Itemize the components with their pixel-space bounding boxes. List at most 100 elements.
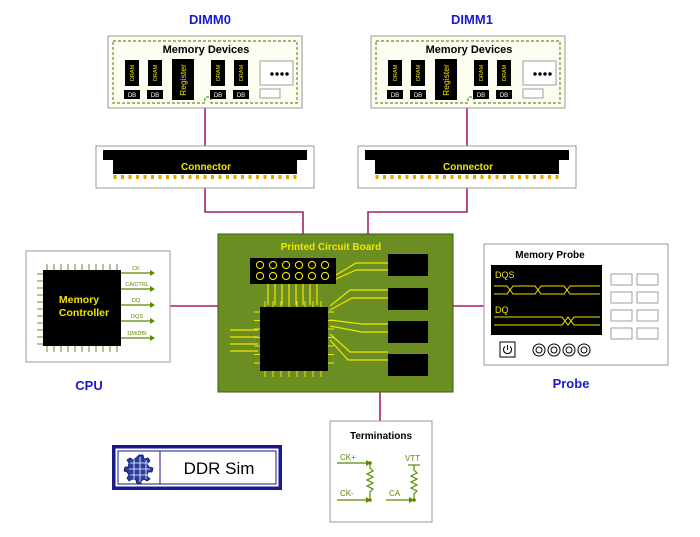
dimm0-dram-chip: [211, 60, 225, 86]
dimm1-db-chip: [410, 90, 426, 99]
connector-pin: [286, 175, 289, 179]
header-pin: [268, 260, 278, 270]
connector-pin: [158, 175, 162, 179]
dimm0-group: DIMM0 Memory Devices DRAM DRAM DRAM DRAM…: [95, 12, 315, 189]
connector-pin: [278, 175, 282, 179]
connector-pin: [548, 175, 551, 179]
gear-grid-icon: [123, 454, 154, 485]
connector-pin: [181, 175, 184, 179]
cpu-title: CPU: [75, 378, 102, 393]
dimm1-register-label: Register: [441, 64, 451, 96]
ddr-sim-logo: DDR Sim: [112, 445, 282, 490]
dimm0-connector-pins: [113, 175, 297, 179]
probe-title: Probe: [553, 376, 590, 391]
probe-key[interactable]: [610, 309, 633, 322]
pcb-chip-pins: [254, 301, 334, 377]
connector-pin: [495, 175, 499, 179]
connector-pin: [390, 175, 394, 179]
connector-pin: [233, 175, 237, 179]
probe-dqs-label: DQS: [495, 270, 515, 280]
termination-ck-minus-label: CK-: [340, 489, 354, 498]
connector-pin: [136, 175, 139, 179]
connector-pin: [398, 175, 401, 179]
header-pin: [281, 260, 291, 270]
cpu-signal-arrows: [121, 270, 155, 341]
termination-ca-label: CA: [389, 489, 401, 498]
dimm0-db-label: DB: [128, 93, 136, 99]
dimm0-dram-chip: [125, 60, 139, 86]
memory-controller-chip: [43, 270, 121, 346]
cpu-signal-ck: CK: [132, 266, 140, 272]
dimm0-connector-label: Connector: [181, 162, 231, 173]
dimm1-title: DIMM1: [451, 12, 493, 27]
dimm0-ellipsis-icon: [270, 72, 289, 76]
probe-key[interactable]: [636, 327, 659, 340]
dimm1-dram-chip: [474, 60, 488, 86]
dimm1-db-label: DB: [477, 93, 485, 99]
header-pin: [294, 271, 304, 281]
terminations-group: Terminations CK+ CK- VTT CA: [329, 420, 433, 523]
connector-pin: [263, 175, 267, 179]
pcb-component: [388, 288, 428, 310]
dimm1-dram-chip: [388, 60, 402, 86]
pcb-header-pins: [255, 260, 330, 281]
dimm0-db-chip: [210, 90, 226, 99]
header-pin: [320, 271, 330, 281]
pcb-component: [388, 254, 428, 276]
connector-pin: [128, 175, 132, 179]
probe-key[interactable]: [636, 273, 659, 286]
dimm0-connector-body: [103, 150, 307, 174]
connector-pin: [488, 175, 491, 179]
termination-arrows: [366, 460, 414, 503]
cpu-chip-pins: [37, 264, 118, 352]
connector-pin: [555, 175, 559, 179]
memory-controller-label-line2: Controller: [59, 307, 109, 319]
connector-pin: [458, 175, 461, 179]
probe-key[interactable]: [636, 291, 659, 304]
connector-pin: [383, 175, 386, 179]
dimm1-dram-label: DRAM: [416, 64, 422, 81]
connector-pin: [196, 175, 199, 179]
termination-vtt-label: VTT: [405, 454, 420, 463]
dimm0-db-chip: [233, 90, 249, 99]
probe-waveforms: [494, 285, 600, 326]
pcb-chip: [260, 307, 328, 371]
probe-group: Memory Probe DQS DQ Probe: [483, 243, 669, 391]
dimm1-dram-label: DRAM: [502, 64, 508, 81]
dimm1-connector-body: [365, 150, 569, 174]
connector-pin: [503, 175, 506, 179]
probe-key[interactable]: [610, 327, 633, 340]
dimm1-ellipsis-icon: [533, 72, 552, 76]
pcb-component: [388, 354, 428, 376]
probe-key[interactable]: [610, 291, 633, 304]
dimm1-register-chip: [435, 59, 457, 100]
dimm1-connector-pins: [375, 175, 559, 179]
connector-pin: [420, 175, 424, 179]
header-pin: [307, 271, 317, 281]
termination-ck-plus-label: CK+: [340, 453, 356, 462]
dimm0-dram-chips: DRAM DRAM DRAM DRAM: [125, 60, 248, 86]
probe-panel-title: Memory Probe: [515, 250, 585, 261]
dimm1-dram-chip: [411, 60, 425, 86]
connector-pin: [533, 175, 536, 179]
connector-pin: [443, 175, 446, 179]
connector-pin: [413, 175, 416, 179]
probe-key[interactable]: [610, 273, 633, 286]
dimm1-connector-label: Connector: [443, 162, 493, 173]
connector-pin: [113, 175, 117, 179]
connector-pin: [226, 175, 229, 179]
dimm0-dram-chip: [234, 60, 248, 86]
connector-pin: [465, 175, 469, 179]
dimm0-dram-label: DRAM: [130, 64, 136, 81]
dimm1-db-label: DB: [414, 93, 422, 99]
pcb-component: [388, 321, 428, 343]
dimm1-dram-chip: [497, 60, 511, 86]
dimm1-db-label: DB: [500, 93, 508, 99]
connector-pin: [241, 175, 244, 179]
header-pin: [268, 271, 278, 281]
connector-pin: [173, 175, 177, 179]
connector-pin: [121, 175, 124, 179]
dimm1-db-chips: DB DB DB DB: [387, 90, 512, 99]
probe-key[interactable]: [636, 309, 659, 322]
